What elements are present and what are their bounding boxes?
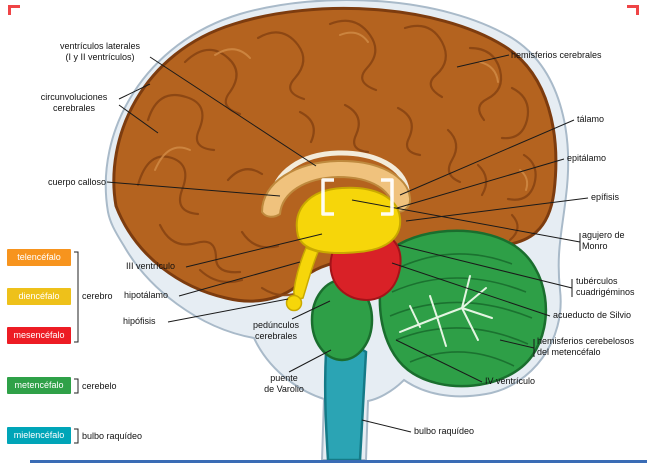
legend-bracket-cerebro <box>74 251 79 343</box>
arbor-vitae-lines <box>399 275 493 347</box>
label-hemisferios-cerebrales: hemisferios cerebrales <box>511 50 602 60</box>
legend-item-mesencefalo: mesencéfalo <box>7 327 71 344</box>
crop-marks <box>8 5 639 15</box>
label-epifisis: epífisis <box>591 192 620 202</box>
brainstem-shape <box>323 343 368 462</box>
leader-line <box>391 262 551 317</box>
leader-line <box>395 339 483 383</box>
leader-line <box>399 119 575 196</box>
leader-line <box>106 181 281 197</box>
gyri-highlight-lines <box>154 31 529 191</box>
legend-brackets <box>74 251 79 444</box>
viewfinder-overlay <box>321 178 394 216</box>
label-cuerpo-calloso: cuerpo calloso <box>47 177 106 187</box>
label-ventriculos-laterales: ventrículos laterales (I y II ventrículo… <box>59 41 141 62</box>
label-talamo: tálamo <box>577 114 605 124</box>
gyri-lines <box>136 19 537 297</box>
leader-line <box>361 419 412 433</box>
label-hemisferios-cerebelosos: hemisferios cerebelosos del metencéfalo <box>537 336 635 357</box>
label-tuberculos-cuadrigeminos: tubérculos cuadrigéminos <box>576 276 635 297</box>
leader-line <box>499 339 535 349</box>
crop-mark-left <box>8 5 20 15</box>
label-hipofisis: hipófisis <box>123 316 156 326</box>
leader-line <box>397 244 573 289</box>
leader-line <box>167 298 289 323</box>
leader-line <box>288 349 332 373</box>
label-epitalamo: epitálamo <box>567 153 607 163</box>
leader-line <box>149 56 317 167</box>
viewfinder-left-bracket <box>321 178 334 216</box>
leader-line <box>405 197 589 222</box>
label-agujero-de-monro: agujero de Monro <box>582 230 625 251</box>
diencephalon-shape <box>295 186 402 255</box>
legend-item-metencefalo: metencéfalo <box>7 377 71 394</box>
legend-item-mielencefalo: mielencéfalo <box>7 427 71 444</box>
legend-group-bulbo-raquideo: bulbo raquídeo <box>82 431 143 441</box>
label-bulbo-raquideo: bulbo raquídeo <box>414 426 475 436</box>
page-bottom-rule <box>30 460 647 463</box>
pituitary-shape <box>285 294 303 312</box>
leader-lines <box>106 54 589 433</box>
label-circunvoluciones-cerebrales: circunvoluciones cerebrales <box>40 92 108 113</box>
leader-line <box>178 261 301 297</box>
viewfinder-right-bracket <box>381 178 394 216</box>
leader-line <box>291 300 331 320</box>
legend-item-telencefalo: telencéfalo <box>7 249 71 266</box>
leader-line <box>396 158 565 209</box>
label-hipotalamo: hipotálamo <box>124 290 169 300</box>
leader-line <box>118 83 151 100</box>
legend-bracket-cerebelo <box>74 378 79 394</box>
label-puente-de-varolio: puente de Varolio <box>264 373 304 394</box>
label-acueducto-de-silvio: acueducto de Silvio <box>553 310 632 320</box>
legend-bracket-bulbo <box>74 428 79 444</box>
label-iii-ventriculo: III ventrículo <box>126 261 176 271</box>
leader-line <box>185 233 323 268</box>
legend-group-cerebelo: cerebelo <box>82 381 117 391</box>
legend-group-cerebro: cerebro <box>82 291 113 301</box>
leader-line <box>456 54 510 68</box>
label-pedunculos-cerebrales: pedúnculos cerebrales <box>252 320 300 341</box>
leader-line <box>118 104 159 134</box>
legend-item-diencefalo: diencéfalo <box>7 288 71 305</box>
crop-mark-right <box>627 5 639 15</box>
cerebellum-folia-lines <box>389 253 533 367</box>
leader-line <box>351 199 581 243</box>
label-iv-ventriculo: IV ventrículo <box>485 376 536 386</box>
